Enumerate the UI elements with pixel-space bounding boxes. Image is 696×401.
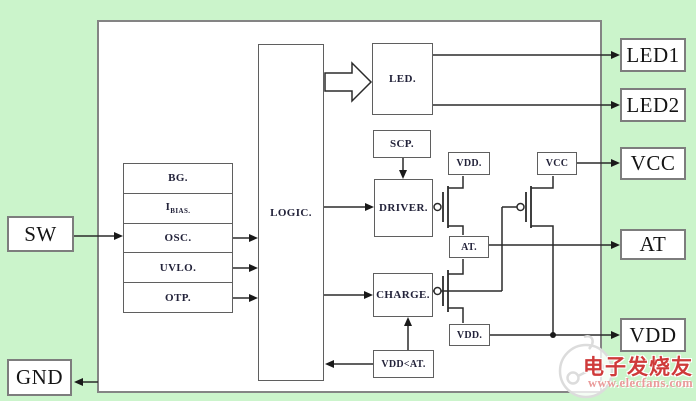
block-logic: LOGIC. [258,44,324,381]
block-driver-label: DRIVER. [379,202,428,214]
net-vcc-mid: VCC [537,152,577,175]
net-vdd-bot-label: VDD. [456,329,483,341]
pin-vcc: VCC [620,147,686,180]
block-bg-label: BG. [168,172,188,185]
arrowhead [611,241,620,249]
arrowhead [611,159,620,167]
analog-block-stack: BG. IBIAS. OSC. UVLO. OTP. [123,163,233,313]
net-at-mid: AT. [449,236,489,258]
ibias-main: I [165,201,171,214]
block-led-label: LED. [389,73,416,85]
pin-led1: LED1 [620,38,686,72]
net-vdd-top: VDD. [448,152,490,175]
block-logic-label: LOGIC. [270,206,312,219]
arrowhead [611,51,620,59]
pin-gnd: GND [7,359,72,396]
block-ibias: IBIAS. [124,192,232,223]
pin-led1-label: LED1 [626,42,680,67]
pin-vdd-label: VDD [629,322,677,347]
arrowhead [74,378,83,386]
pin-vdd: VDD [620,318,686,352]
pin-led2-label: LED2 [626,92,680,117]
pin-at-label: AT [639,232,667,256]
block-charge-label: CHARGE. [376,289,430,301]
block-driver: DRIVER. [374,179,433,237]
block-ibias-label: IBIAS. [166,201,191,215]
block-vdd-lt-at: VDD<AT. [373,350,434,378]
pin-at: AT [620,229,686,260]
block-otp-label: OTP. [165,291,191,304]
arrowhead [611,101,620,109]
block-uvlo-label: UVLO. [159,261,197,274]
net-vcc-mid-label: VCC [545,158,569,169]
net-vdd-top-label: VDD. [456,158,482,169]
block-uvlo: UVLO. [124,252,232,282]
block-bg: BG. [124,164,232,193]
pin-gnd-label: GND [16,365,63,389]
block-led: LED. [372,43,433,115]
net-at-mid-label: AT. [461,241,477,253]
arrowhead [611,331,620,339]
pin-sw: SW [7,216,74,252]
pin-led2: LED2 [620,88,686,122]
pin-sw-label: SW [24,221,57,246]
block-otp: OTP. [124,282,232,312]
block-scp-label: SCP. [389,138,415,150]
watermark-brand: 电子发烧友 [583,355,693,379]
block-osc: OSC. [124,222,232,253]
block-osc-label: OSC. [164,231,192,244]
watermark-url: www.elecfans.com [588,376,694,390]
ibias-sub: BIAS. [170,207,191,216]
pin-vcc-label: VCC [630,151,676,175]
block-charge: CHARGE. [373,273,433,317]
net-vdd-bot: VDD. [449,324,490,346]
block-scp: SCP. [373,130,431,158]
block-vdd-lt-at-label: VDD<AT. [381,358,426,370]
